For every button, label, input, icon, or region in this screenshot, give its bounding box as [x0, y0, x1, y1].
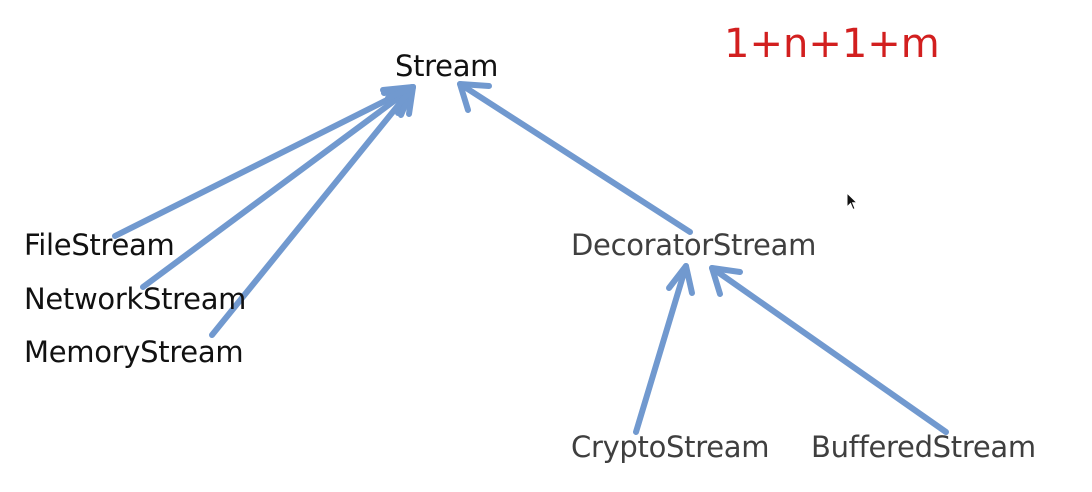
formula-label: 1+n+1+m	[724, 21, 940, 67]
arrow-memorystream-to-stream	[209, 84, 416, 338]
arrow-filestream-to-stream	[112, 84, 416, 239]
mouse-cursor-icon	[846, 192, 859, 211]
node-decoratorstream: DecoratorStream	[571, 228, 817, 262]
node-cryptostream: CryptoStream	[571, 430, 770, 464]
arrow-bufferedstream-to-decoratorstream	[709, 265, 949, 435]
arrow-decoratorstream-to-stream	[457, 81, 693, 235]
node-memorystream: MemoryStream	[24, 335, 244, 369]
node-stream: Stream	[395, 49, 499, 83]
node-bufferedstream: BufferedStream	[811, 430, 1036, 464]
arrow-cryptostream-to-decoratorstream	[633, 263, 695, 435]
node-networkstream: NetworkStream	[24, 282, 247, 316]
node-filestream: FileStream	[24, 228, 175, 262]
